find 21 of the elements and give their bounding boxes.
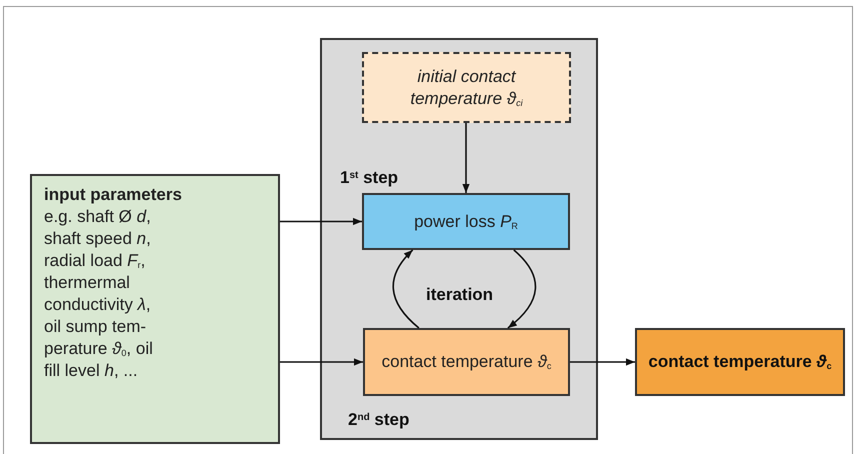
result-box xyxy=(635,328,845,396)
arrow xyxy=(507,249,536,329)
box-text: power loss P$_{R}$ xyxy=(414,210,518,232)
arrow xyxy=(462,123,470,193)
parameter-list: e.g. shaft Ø d, shaft speed n, radial load F$_{r}$, thermermal conductivity λ, oil sump tem- perature ϑ$_{0}$, oil fill level h, ... xyxy=(44,206,169,382)
arrow xyxy=(280,218,362,226)
arrow xyxy=(570,358,635,366)
process-box xyxy=(362,193,570,250)
step-label: 1$^{st}$ step xyxy=(340,168,398,188)
process-box xyxy=(363,328,570,396)
box-text: contact temperature ϑ$_{c}$ xyxy=(648,351,832,373)
process-panel xyxy=(320,38,598,440)
box-text: initial contact temperature ϑ$_{ci}$ xyxy=(409,66,524,110)
box-text: contact temperature ϑ$_{c}$ xyxy=(382,351,552,373)
dashed-box xyxy=(362,52,571,123)
iteration-label: iteration xyxy=(426,284,494,306)
heading-text: input parameters xyxy=(44,184,182,206)
arrow xyxy=(392,249,420,329)
arrow xyxy=(280,358,363,366)
input-box xyxy=(30,174,280,444)
step-label: 2$^{nd}$ step xyxy=(348,410,410,430)
